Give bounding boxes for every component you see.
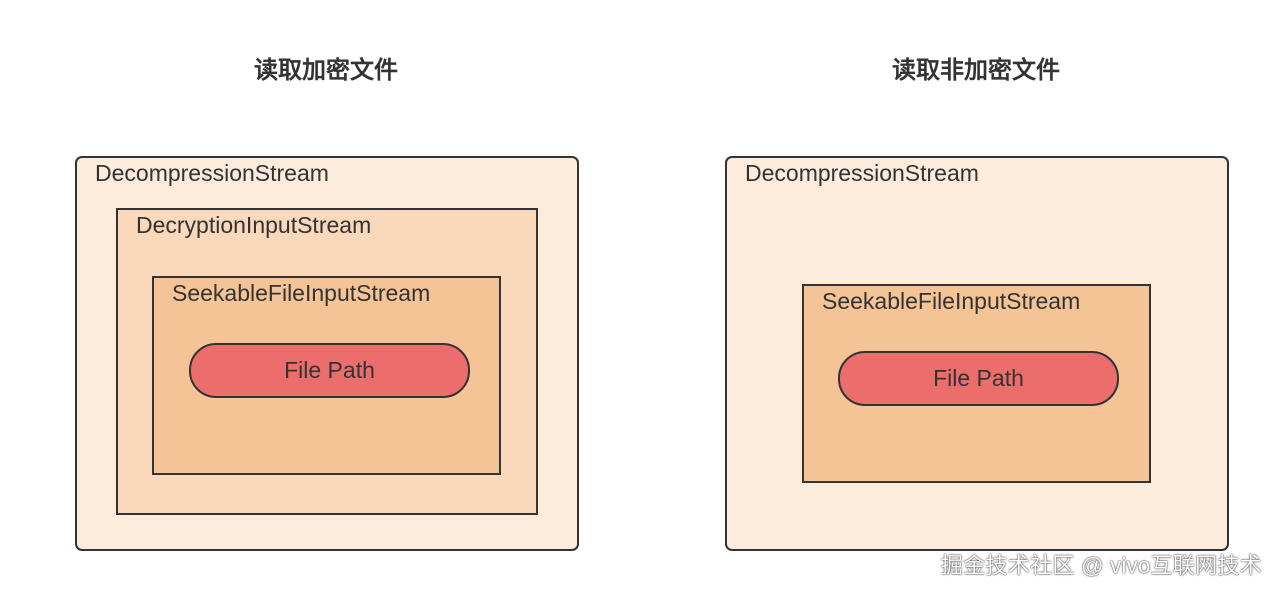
watermark-text: 掘金技术社区 @ vivo互联网技术 <box>940 553 1262 578</box>
left-file-path-node: File Path <box>189 343 470 398</box>
right-file-path-node: File Path <box>838 351 1119 406</box>
left-seekable-file-input-stream-label: SeekableFileInputStream <box>172 280 431 306</box>
right-decompression-stream-label: DecompressionStream <box>745 160 979 186</box>
right-diagram-title: 读取非加密文件 <box>892 57 1060 84</box>
right-seekable-file-input-stream-label: SeekableFileInputStream <box>822 288 1081 314</box>
left-diagram-title: 读取加密文件 <box>254 57 398 84</box>
left-decompression-stream-label: DecompressionStream <box>95 160 329 186</box>
left-decryption-input-stream-label: DecryptionInputStream <box>136 212 372 238</box>
